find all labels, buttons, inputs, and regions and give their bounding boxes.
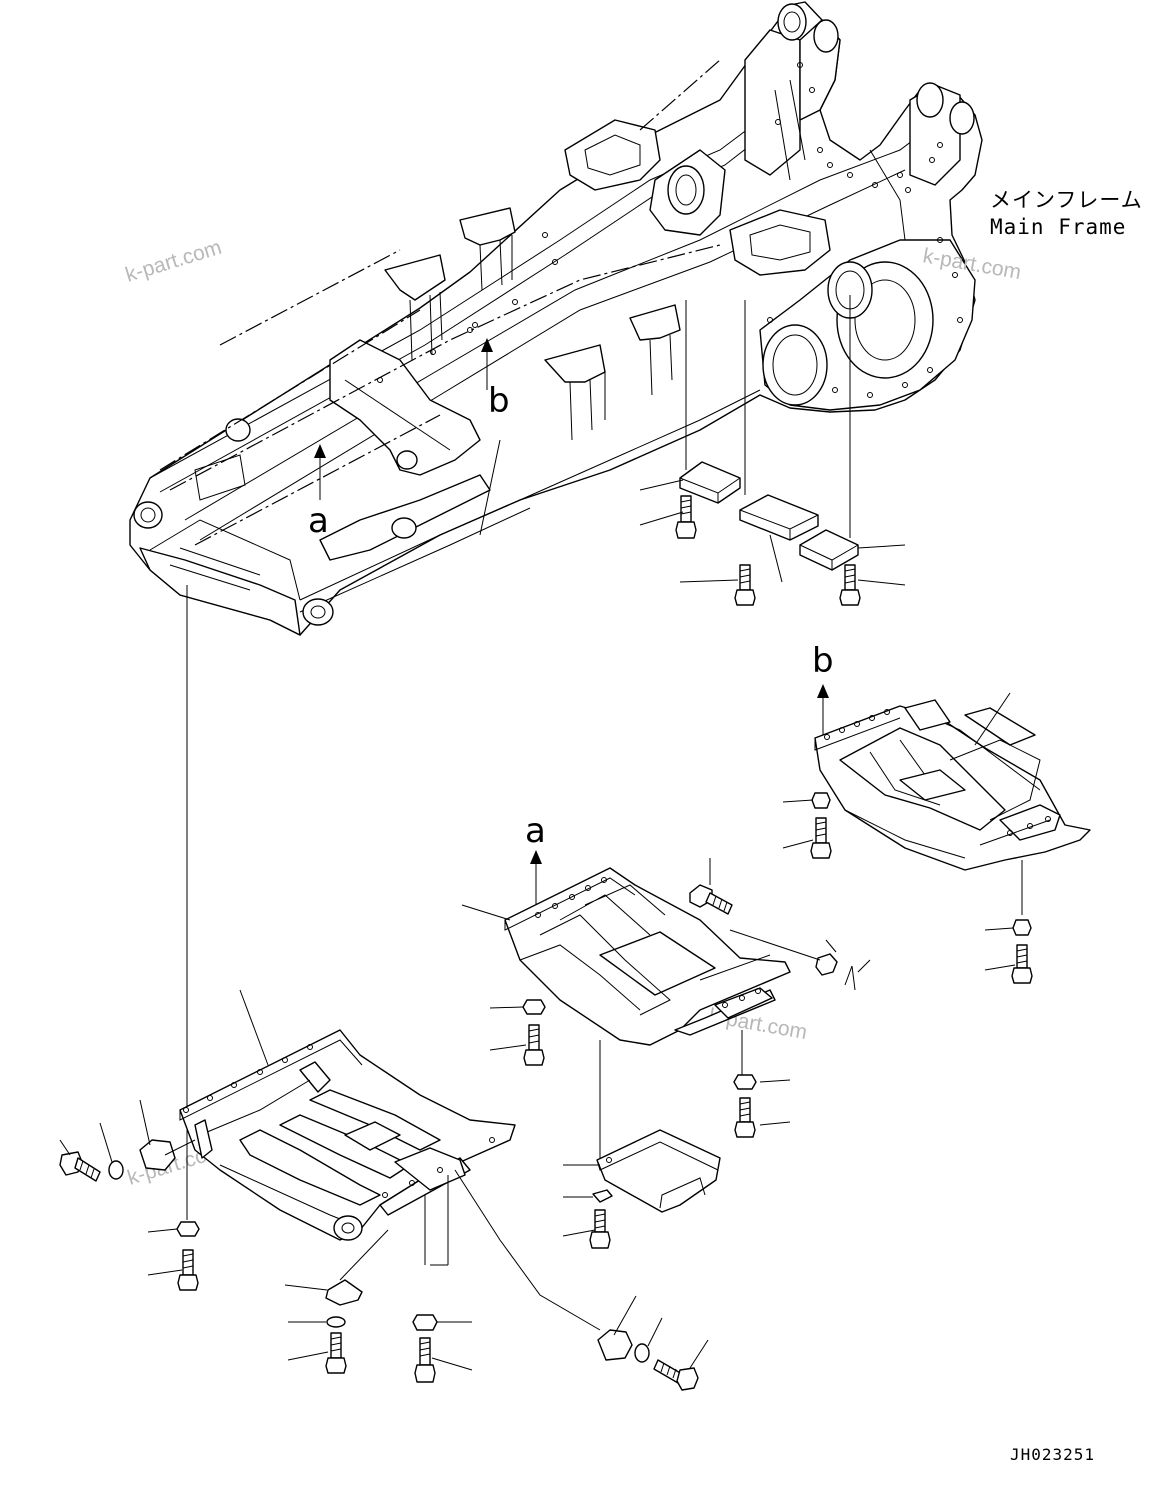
frame-label-a: a [308, 501, 329, 541]
lock-plate-bolt [325, 1332, 347, 1374]
cover-plate-3 [799, 529, 859, 571]
frame-bolt-holes [377, 62, 963, 398]
guard-b: b [782, 641, 1091, 984]
drawing-code: JH023251 [1010, 1445, 1095, 1464]
small-cover [562, 1129, 721, 1249]
guard-b-nut [811, 792, 831, 809]
guard-a-side-bolt [689, 884, 733, 915]
front-guard-plug [139, 1139, 176, 1171]
guard-b-holes [824, 709, 1051, 836]
frame-arrow-a: a [308, 444, 329, 541]
cover-plate-1 [679, 461, 741, 504]
guard-b-nut-right [1012, 919, 1032, 936]
front-guard-washer [108, 1160, 124, 1180]
guard-a-nut-left [522, 999, 546, 1015]
lock-plate [325, 1279, 363, 1306]
bottom-plug [597, 1329, 633, 1361]
guard-a-nut-right [733, 1074, 757, 1090]
small-cover-bolt [589, 1209, 611, 1249]
guard-a-holes [535, 877, 761, 1008]
cover-plate-group [639, 295, 906, 606]
front-guard-bolt [177, 1249, 199, 1291]
small-cover-washer [592, 1189, 613, 1203]
front-guard [59, 585, 709, 1391]
guard-b-bolt-left [810, 817, 832, 859]
cover-bolt-2 [734, 564, 756, 606]
main-frame [129, 1, 983, 636]
guard-a-bolt-right [734, 1097, 756, 1138]
watermark-top-left: k-part.com [123, 236, 225, 287]
front-guard-holes [183, 1044, 495, 1198]
title-japanese: メインフレーム [990, 188, 1143, 212]
front-guard-nut [176, 1221, 200, 1237]
bottom-bolt [653, 1359, 699, 1391]
cover-bolt-1 [675, 495, 697, 539]
guard-a-bolt-left [523, 1024, 545, 1066]
title-english: Main Frame [990, 215, 1126, 239]
center-bolt [414, 1337, 436, 1383]
guard-a-nut [815, 953, 838, 976]
frame-label-b: b [488, 381, 510, 421]
bottom-washer [634, 1343, 650, 1363]
cover-plate-2 [739, 494, 819, 541]
frame-arrow-b: b [481, 338, 510, 421]
guard-a-arrow: a [525, 811, 546, 910]
guard-a: a [461, 811, 871, 1160]
guard-b-arrow: b [812, 641, 834, 735]
center-nut [412, 1314, 438, 1331]
guard-b-bolt-right [1011, 944, 1033, 984]
guard-a-label: a [525, 811, 546, 851]
front-guard-side-bolt [59, 1151, 101, 1182]
cover-bolt-3 [839, 564, 861, 606]
lock-plate-washer [326, 1316, 346, 1328]
guard-b-label: b [812, 641, 834, 681]
